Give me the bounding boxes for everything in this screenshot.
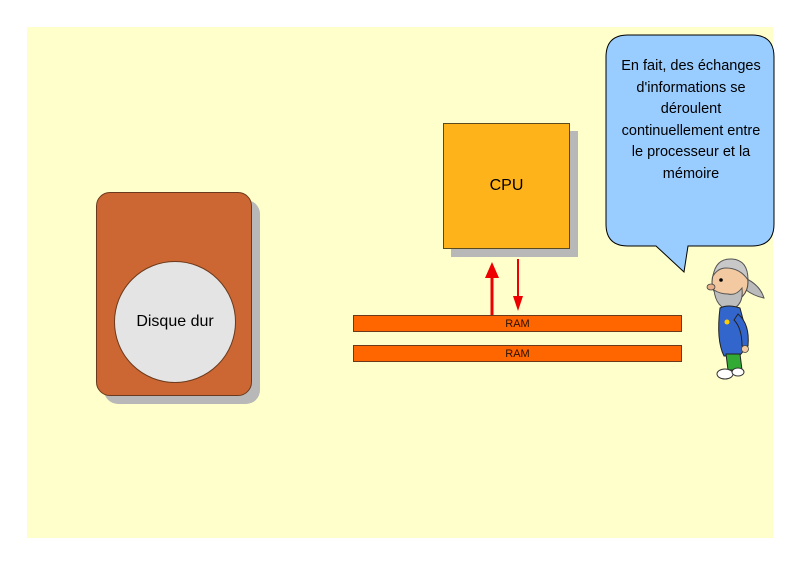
disk-label: Disque dur <box>136 313 214 331</box>
ram-bar: RAM <box>353 315 682 332</box>
cpu-box: CPU <box>443 123 570 249</box>
hard-disk: Disque dur <box>96 192 252 396</box>
ram-label: RAM <box>505 347 530 360</box>
arrow-up-to-cpu <box>485 262 499 315</box>
ram-label: RAM <box>505 317 530 330</box>
bubble-text: En fait, des échanges d'informations se … <box>621 58 761 182</box>
ram-bar: RAM <box>353 345 682 362</box>
disk-platter: Disque dur <box>114 261 236 383</box>
arrow-down-to-ram <box>513 259 523 311</box>
cpu-label: CPU <box>489 177 524 194</box>
